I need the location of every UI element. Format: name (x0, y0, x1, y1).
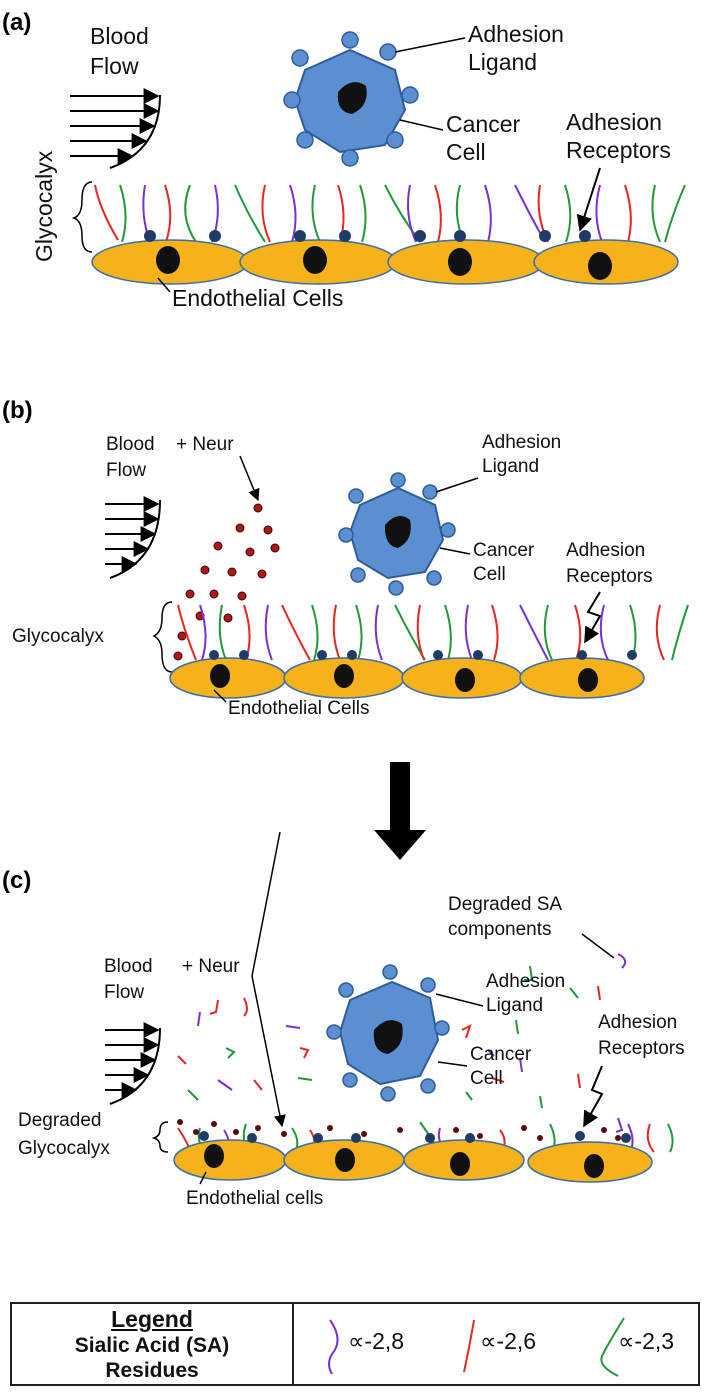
neuraminidase-dots-b (173, 503, 280, 661)
adhesion-ligand-label-b2: Ligand (482, 456, 539, 477)
glycocalyx-label-b: Glycocalyx (12, 626, 104, 647)
neuraminidase-dots-c (177, 1119, 621, 1141)
adhesion-receptors-label-c2: Receptors (598, 1038, 685, 1059)
adhesion-ligand-label-b1: Adhesion (482, 432, 561, 453)
degraded-sa-fragments (177, 965, 624, 1133)
panel-c: (c) Degraded SA components Blood Flow + … (2, 831, 685, 1209)
legend-subtitle-1: Sialic Acid (SA) (74, 1334, 230, 1357)
adhesion-ligand-label-a2: Ligand (468, 49, 537, 75)
adhesion-receptors-label-a1: Adhesion (566, 109, 662, 135)
adhesion-ligand-label-c2: Ligand (486, 995, 543, 1016)
adhesion-ligand-label-c1: Adhesion (486, 971, 565, 992)
cancer-cell-label-a1: Cancer (446, 111, 520, 137)
adhesion-receptors-label-b1: Adhesion (566, 540, 645, 561)
legend-item-a23: ∝-2,3 (618, 1328, 675, 1354)
degraded-sa-label-2: components (448, 919, 552, 940)
panel-c-label: (c) (2, 867, 31, 894)
glycocalyx-strands-b (177, 604, 689, 661)
blood-flow-arrows-c (105, 1022, 161, 1105)
neur-label-b: + Neur (176, 434, 234, 455)
degraded-sa-label-1: Degraded SA (448, 894, 562, 915)
endothelial-cells-label-c: Endothelial cells (186, 1188, 323, 1209)
legend-swatch-a26 (463, 1319, 475, 1373)
receptors-c (199, 1131, 631, 1143)
blood-flow-label-b1: Blood (106, 434, 155, 455)
cancer-cell-label-c1: Cancer (470, 1044, 532, 1065)
degraded-glycocalyx-label-2: Glycocalyx (18, 1138, 110, 1159)
legend-swatch-a28 (328, 1319, 339, 1375)
cancer-cell-label-a2: Cell (446, 139, 486, 165)
cancer-cell-a (283, 31, 419, 167)
glycocalyx-label-a: Glycocalyx (31, 150, 57, 262)
endothelial-nuclei-c (204, 1144, 604, 1178)
legend-item-a28: ∝-2,8 (348, 1328, 405, 1354)
adhesion-receptors-label-c1: Adhesion (598, 1012, 677, 1033)
blood-flow-label-c1: Blood (104, 956, 153, 977)
degraded-glycocalyx-label-1: Degraded (18, 1110, 101, 1131)
panel-b: (b) Blood Flow + Neur (2, 397, 689, 719)
legend-swatch-a23 (600, 1317, 625, 1377)
adhesion-receptors-label-a2: Receptors (566, 137, 671, 163)
legend: Legend Sialic Acid (SA) Residues ∝-2,8 ∝… (10, 1302, 700, 1386)
endothelial-cells-label-a: Endothelial Cells (172, 285, 343, 311)
blood-flow-label-a2: Flow (90, 53, 139, 79)
glycocalyx-strands-a (94, 184, 686, 243)
legend-title-cell: Legend Sialic Acid (SA) Residues (12, 1304, 294, 1384)
panel-a: (a) Blood Flow Adhesion Ligand Cancer Ce… (2, 9, 686, 311)
neur-label-c: + Neur (182, 956, 240, 977)
endothelial-cells-b (169, 657, 645, 699)
panel-b-label: (b) (2, 397, 33, 424)
transition-down-arrow (374, 762, 426, 860)
endothelial-cells-c (173, 1139, 653, 1183)
nucleus-a (337, 82, 367, 114)
adhesion-ligand-label-a1: Adhesion (468, 21, 564, 47)
legend-subtitle-2: Residues (105, 1359, 199, 1382)
endothelial-nuclei-a (156, 246, 612, 280)
blood-flow-arrows-b (105, 496, 161, 579)
panel-a-label: (a) (2, 9, 31, 36)
receptors-a (144, 230, 591, 242)
legend-swatches (328, 1317, 625, 1377)
receptors-b (209, 650, 637, 660)
cancer-cell-label-b2: Cell (473, 564, 506, 585)
legend-item-a26: ∝-2,6 (480, 1328, 537, 1354)
cancer-cell-label-c2: Cell (470, 1068, 503, 1089)
cancer-cell-c (326, 964, 450, 1102)
adhesion-receptors-label-b2: Receptors (566, 566, 653, 587)
legend-title: Legend (111, 1306, 193, 1332)
endothelial-cells-label-b: Endothelial Cells (228, 698, 370, 719)
blood-flow-label-b2: Flow (106, 460, 146, 481)
blood-flow-label-c2: Flow (104, 982, 144, 1003)
blood-flow-arrows-a (70, 88, 161, 169)
blood-flow-label-a1: Blood (90, 23, 149, 49)
cancer-cell-label-b1: Cancer (473, 540, 535, 561)
endothelial-nuclei-b (210, 664, 598, 692)
